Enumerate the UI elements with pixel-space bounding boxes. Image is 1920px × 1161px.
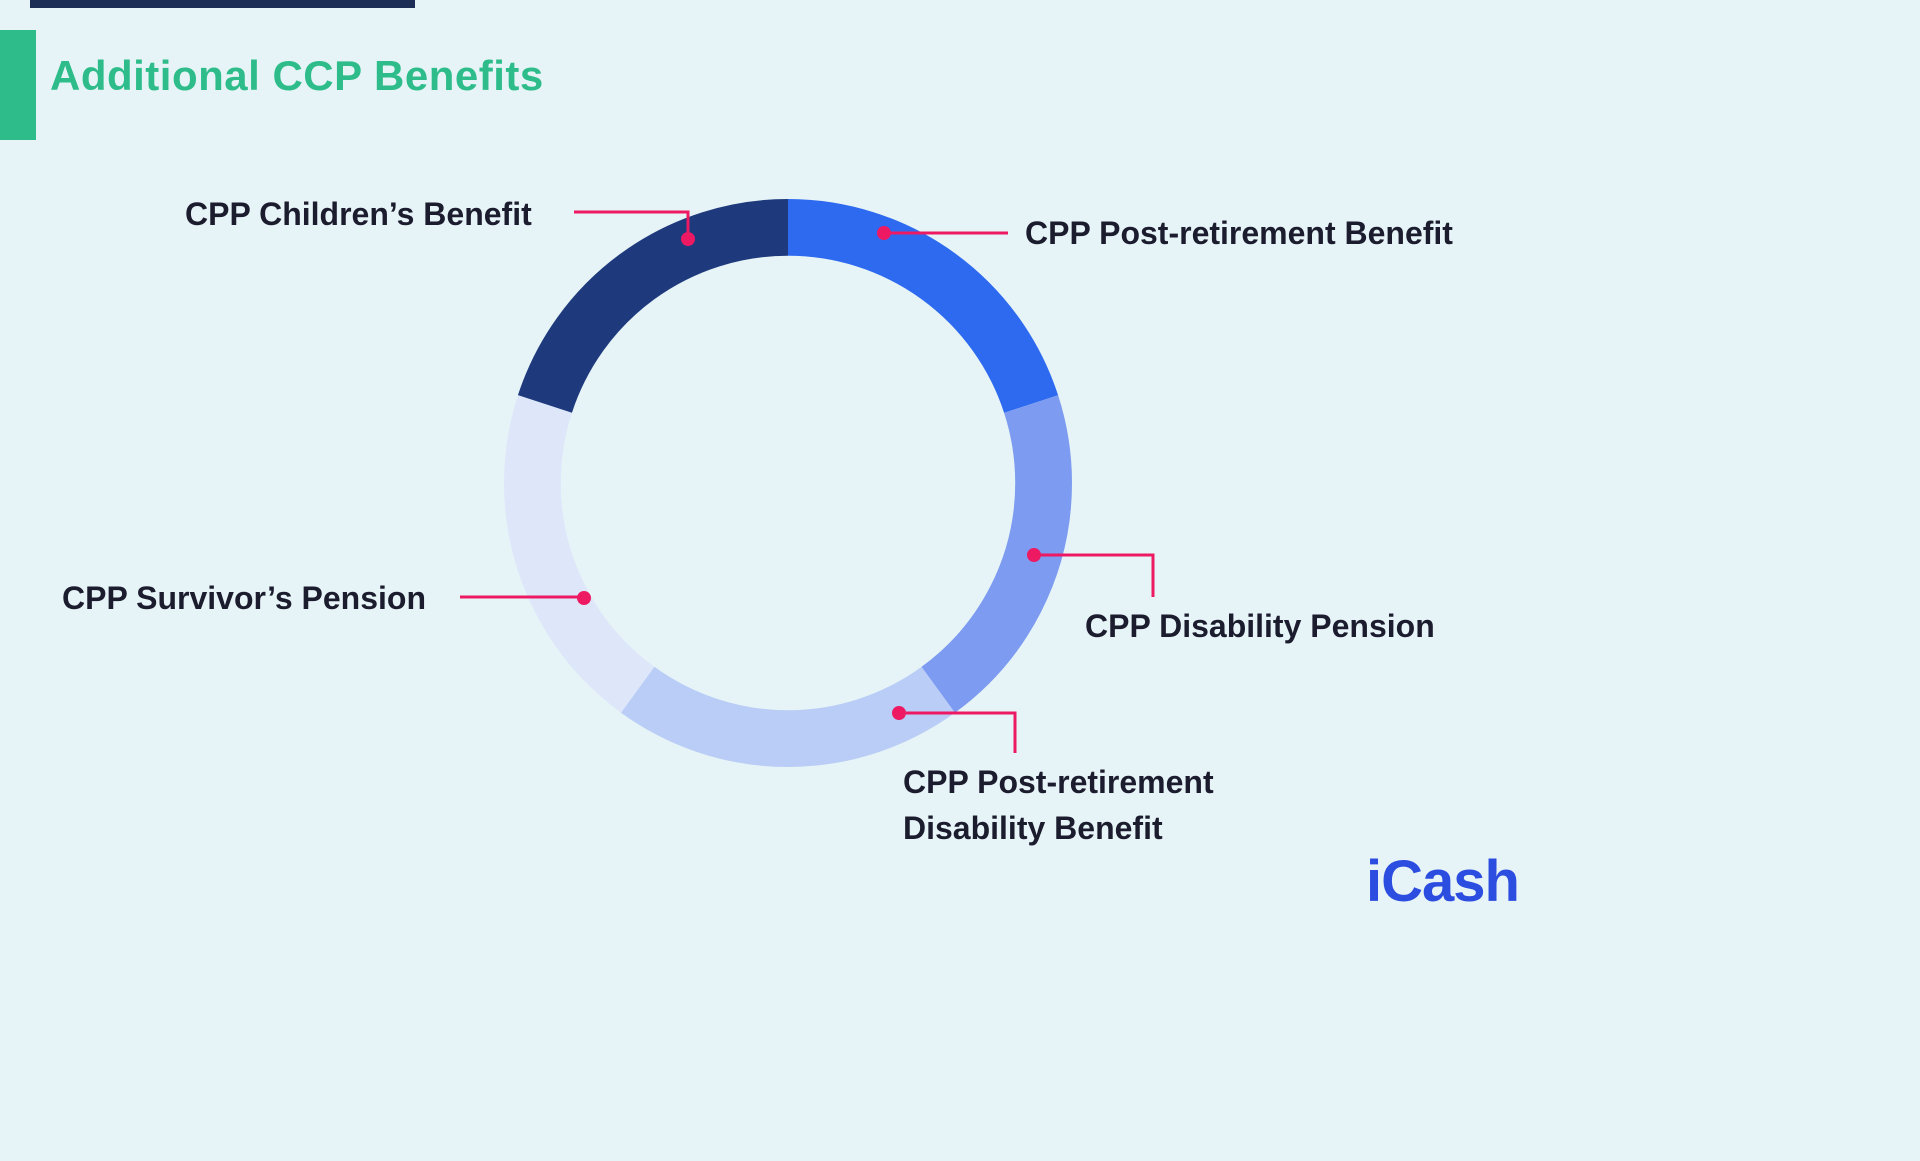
label-survivor-pension: CPP Survivor’s Pension [62,580,426,616]
label-post-retirement-disability-line2: Disability Benefit [903,810,1163,846]
label-children-benefit: CPP Children’s Benefit [185,196,532,232]
label-post-retirement-disability: CPP Post-retirement Disability Benefit [903,759,1214,851]
icash-logo: iCash [1366,849,1520,914]
top-bar [30,0,415,8]
label-disability-pension: CPP Disability Pension [1085,608,1435,644]
title-accent-bar [0,30,36,140]
donut-segment-1 [504,199,1072,767]
donut-chart [504,199,1072,767]
donut-segment-2 [504,199,1072,767]
donut-segment-3 [504,199,1072,767]
donut-segment-4 [504,199,1072,767]
label-post-retirement-benefit: CPP Post-retirement Benefit [1025,215,1453,251]
label-post-retirement-disability-line1: CPP Post-retirement [903,764,1214,800]
page-title: Additional CCP Benefits [50,52,544,99]
